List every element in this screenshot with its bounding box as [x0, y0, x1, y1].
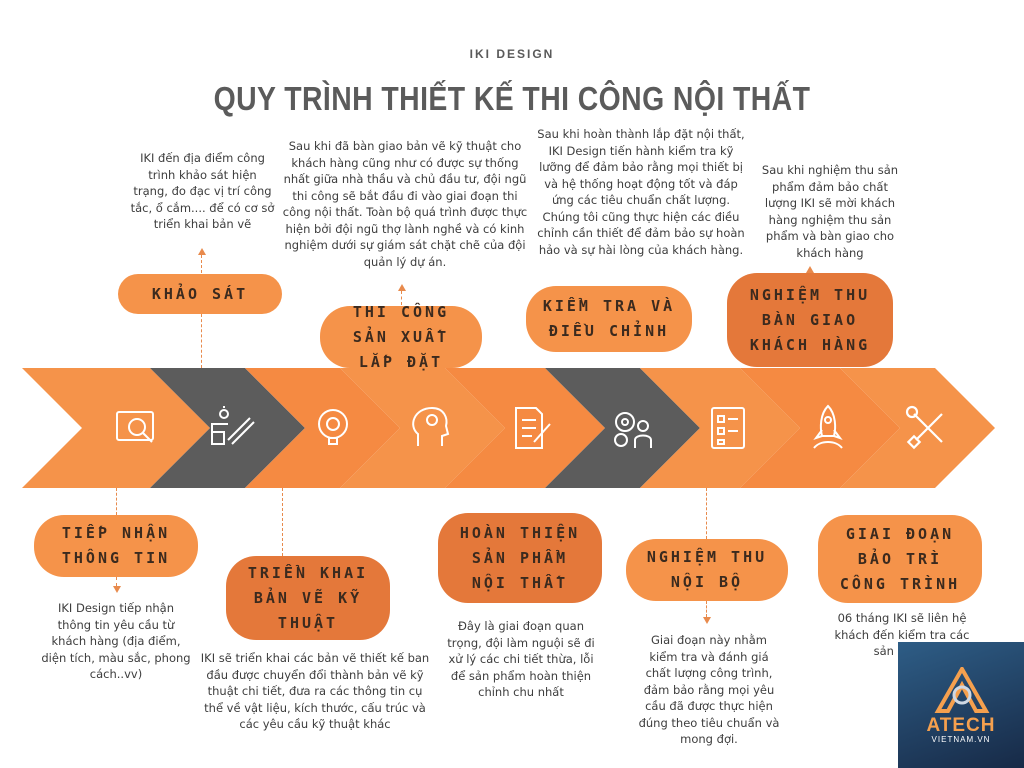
ruler-pencil-icon [211, 406, 255, 445]
step-4-label: THI CÔNG SẢN XUẤT LẮP ĐẶT [320, 303, 482, 371]
step-1-label: TIẾP NHẬN THÔNG TIN [34, 515, 198, 577]
wrench-screwdriver-icon [905, 405, 943, 450]
chevron-9 [840, 368, 995, 488]
atech-logo-icon [934, 667, 990, 713]
step-2-connector [201, 255, 202, 273]
checklist-icon [711, 407, 745, 449]
page-title: QUY TRÌNH THIẾT KẾ THI CÔNG NỘI THẤT [213, 80, 811, 117]
step-7-label: NGHIỆM THU NỘI BỘ [626, 539, 788, 601]
search-icon [116, 411, 154, 443]
step-3-label: TRIỂN KHAI BẢN VẼ KỸ THUẬT [226, 556, 390, 640]
step-7-connector [706, 488, 707, 539]
step-1-description: IKI Design tiếp nhận thông tin yêu cầu t… [41, 601, 191, 681]
document-pen-icon [515, 407, 551, 449]
chevron-4 [340, 368, 505, 488]
step-7-connector-arrow [703, 617, 711, 624]
step-3-connector [282, 488, 283, 556]
watermark-domain: VIETNAM.VN [931, 735, 991, 744]
chevron-6 [545, 368, 700, 488]
step-8-label: NGHIỆM THU BÀN GIAO KHÁCH HÀNG [727, 273, 893, 367]
step-2-connector-lower [201, 314, 202, 368]
head-idea-icon [412, 406, 450, 446]
step-8-description: Sau khi nghiệm thu sản phẩm đảm bảo chất… [761, 163, 899, 260]
step-7-connector-lower [706, 601, 707, 617]
step-7-description: Giai đoạn này nhằm kiểm tra và đánh giá … [638, 633, 780, 746]
step-9-label: GIAI ĐOẠN BẢO TRÌ CÔNG TRÌNH [818, 515, 982, 603]
watermark-background [898, 642, 1024, 768]
step-2-description: IKI đến địa điểm công trình khảo sát hiệ… [130, 151, 275, 231]
step-5-description: Đây là giai đoạn quan trọng, đội làm ngu… [447, 619, 595, 699]
process-chevron-band [22, 368, 995, 488]
step-1-connector-arrow [113, 586, 121, 593]
step-2-connector-arrow [198, 248, 206, 255]
brand-name: IKI DESIGN [469, 47, 555, 61]
step-5-label: HOÀN THIỆN SẢN PHẨM NỘI THẤT [438, 513, 602, 603]
step-8-connector-arrow [806, 266, 814, 273]
gears-person-icon [614, 412, 652, 448]
gear-lightbulb-icon [318, 409, 348, 445]
chevron-2 [150, 368, 305, 488]
watermark-name: ATECH [926, 715, 996, 736]
step-4-connector [401, 291, 402, 305]
step-3-description: IKI sẽ triển khai các bản vẽ thiết kế ba… [200, 651, 430, 731]
step-4-description: Sau khi đã bàn giao bản vẽ kỹ thuật cho … [282, 139, 528, 269]
rocket-icon [813, 404, 843, 449]
step-6-label: KIỂM TRA VÀ ĐIỀU CHỈNH [526, 286, 692, 352]
step-1-connector [116, 488, 117, 515]
step-2-label: KHẢO SÁT [118, 274, 282, 314]
chevron-3 [245, 368, 400, 488]
step-6-description: Sau khi hoàn thành lắp đặt nội thất, IKI… [537, 127, 745, 257]
step-4-connector-arrow [398, 284, 406, 291]
step-1-connector-lower [116, 577, 117, 586]
